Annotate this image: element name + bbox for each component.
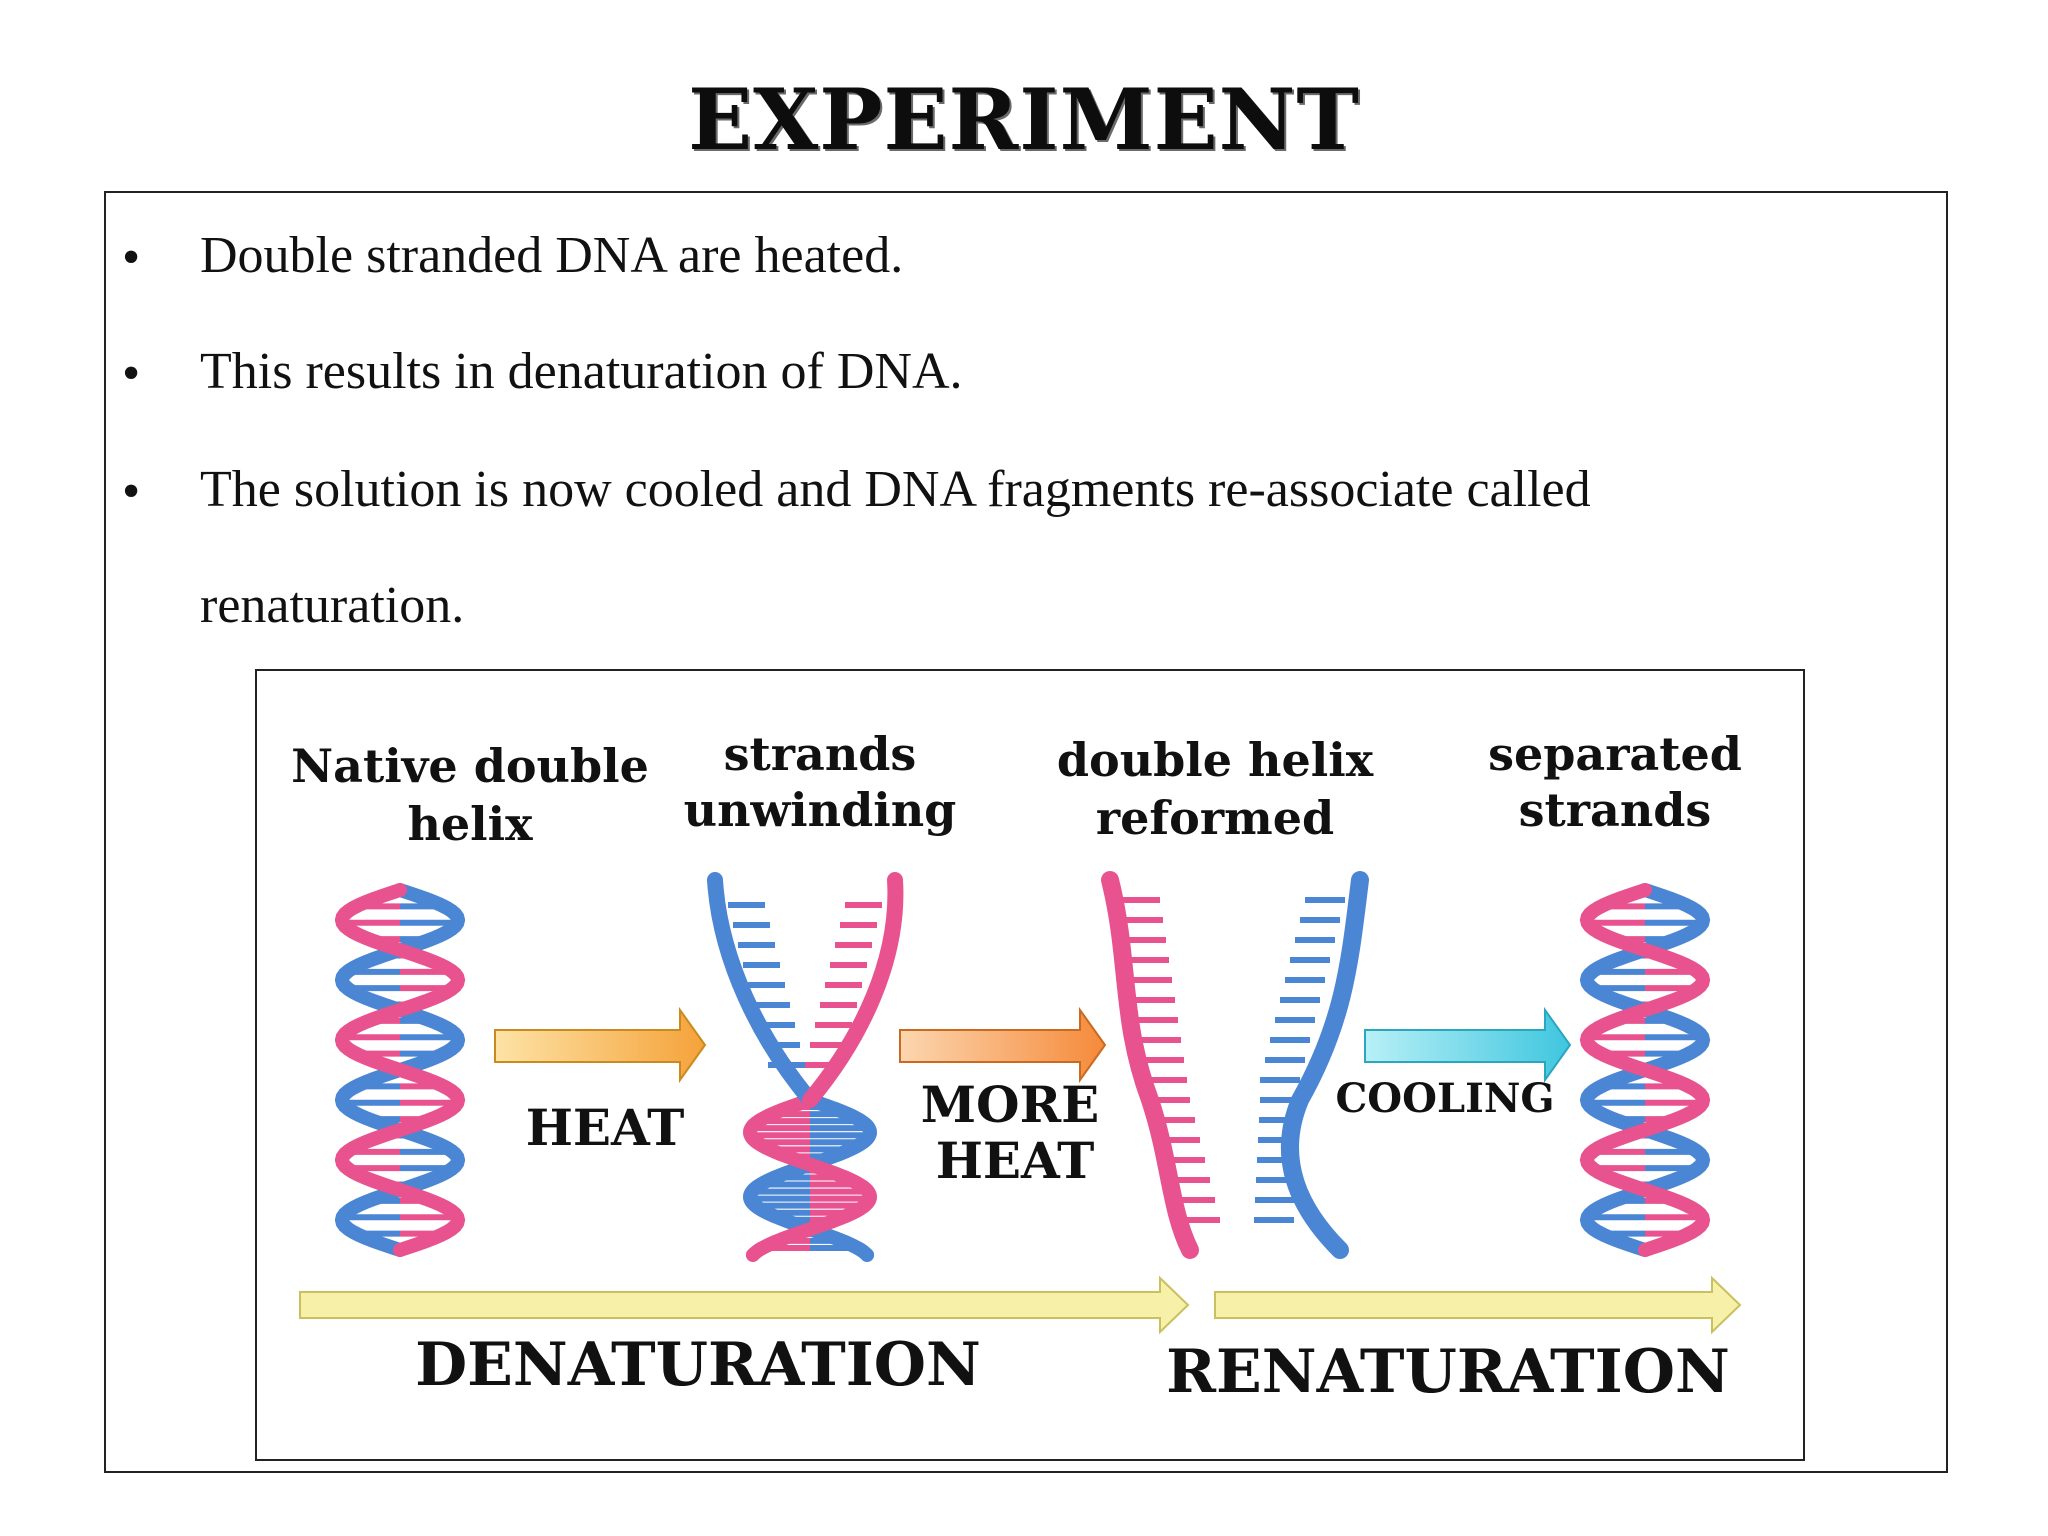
slide-title: EXPERIMENT (688, 70, 1360, 169)
bullet-1: Double stranded DNA are heated. (200, 227, 904, 284)
bullet-2: This results in denaturation of DNA. (200, 343, 963, 400)
bullet-3: The solution is now cooled and DNA fragm… (200, 461, 1591, 634)
content-box (104, 191, 1948, 1473)
bullet-marker: • (122, 463, 141, 520)
bullet-marker: • (122, 229, 141, 286)
bullet-marker: • (122, 345, 141, 402)
